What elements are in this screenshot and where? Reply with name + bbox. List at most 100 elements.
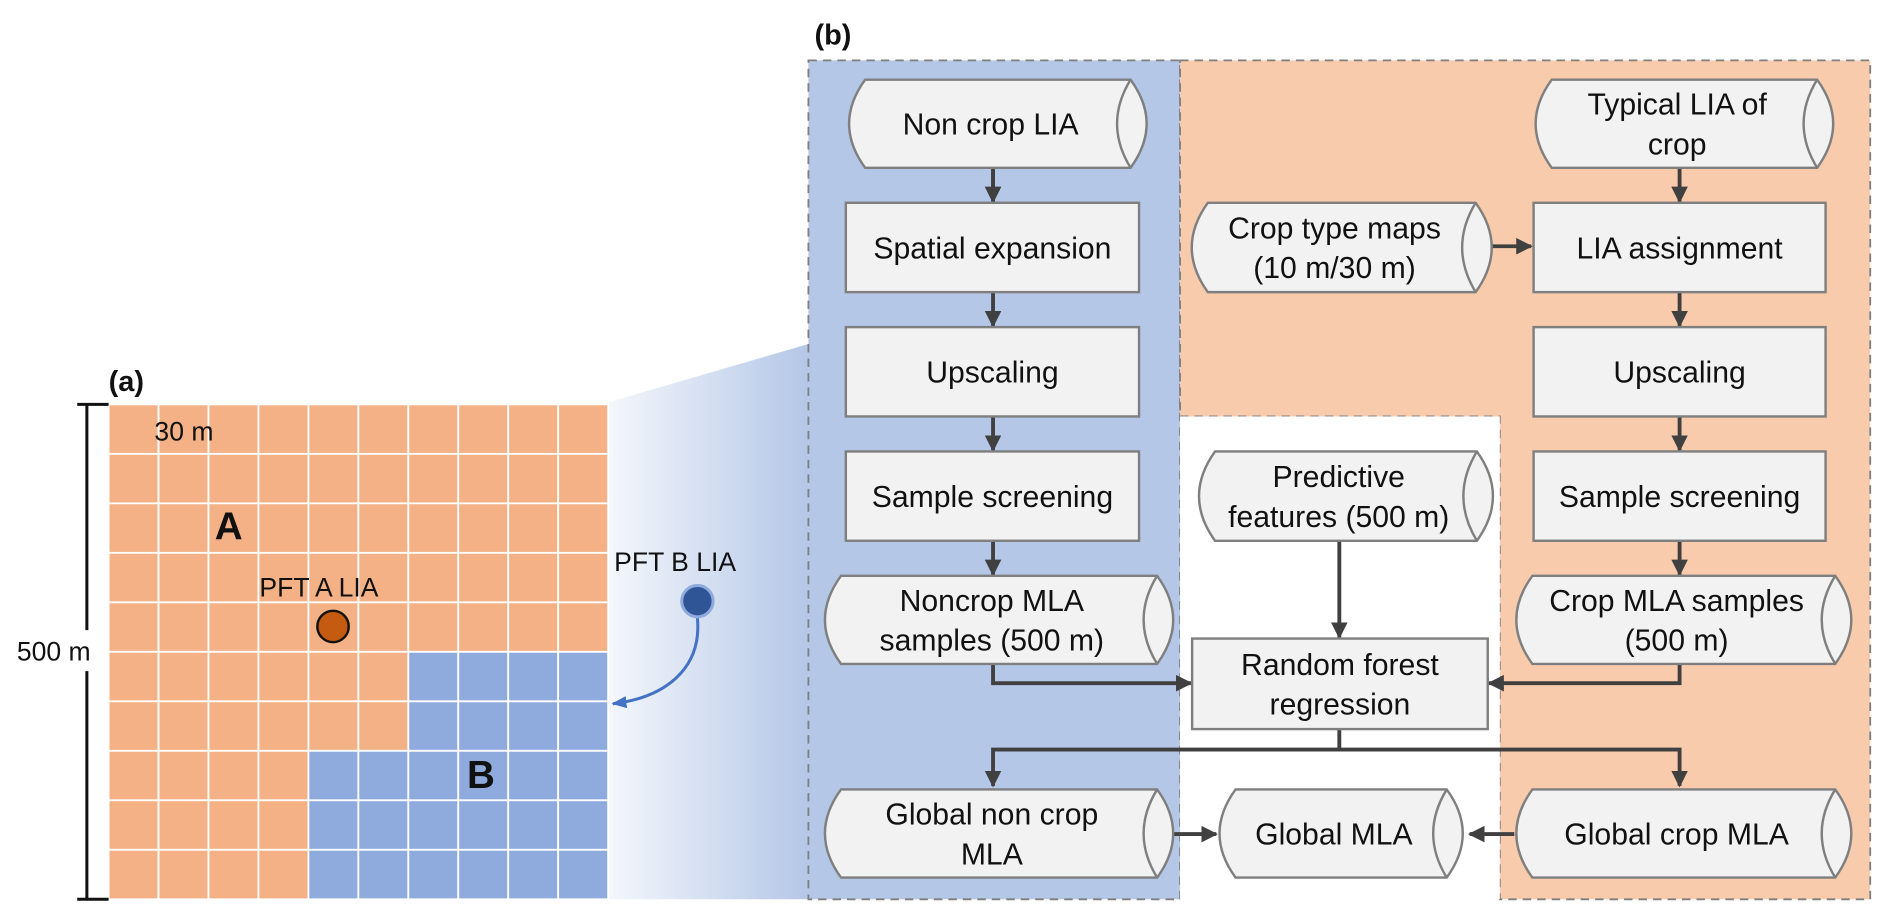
pixel-cell-a (357, 601, 410, 653)
scale-bar-500m (77, 402, 109, 901)
pixel-cell-b (507, 848, 560, 901)
node-text: (500 m) (1625, 625, 1729, 658)
node-noncrop-upscaling: Upscaling (844, 325, 1141, 418)
node-crop-sample-screening: Sample screening (1532, 450, 1827, 542)
region-b-label: B (467, 754, 495, 797)
pixel-cell-b (407, 700, 460, 752)
panel-b-label: (b) (814, 20, 851, 52)
pixel-cell-b (457, 650, 510, 703)
pixel-cell-a (257, 403, 310, 455)
pixel-cell-a (207, 403, 260, 455)
pixel-cell-a (457, 551, 510, 604)
pixel-cell-a (557, 502, 610, 554)
pixel-cell-a (457, 403, 510, 455)
arrow-noncrop-samples-to-model (991, 663, 1193, 692)
node-layer: Non crop LIA Spatial expansionUpscalingSa… (823, 78, 1853, 879)
pixel-cell-a (257, 749, 310, 802)
pixel-cell-a (207, 700, 260, 752)
pixel-cell-a (157, 551, 210, 604)
pixel-cell-b (307, 799, 360, 851)
pixel-cell-a (107, 700, 160, 752)
node-text: Spatial expansion (873, 232, 1111, 265)
node-text: LIA assignment (1577, 232, 1784, 265)
pixel-cell-b (457, 700, 510, 752)
pixel-cell-a (407, 502, 460, 554)
pixel-cell-a (107, 848, 160, 901)
pixel-cell-b (307, 749, 360, 802)
node-text: Random forest (1241, 649, 1439, 682)
pixel-cell-b (557, 700, 610, 752)
node-text: Predictive (1273, 461, 1405, 494)
pixel-cell-a (407, 403, 460, 455)
node-text: Sample screening (1559, 481, 1800, 514)
pixel-cell-a (357, 403, 410, 455)
pixel-cell-a (357, 502, 410, 554)
pixel-cell-a (407, 601, 460, 653)
pixel-cell-b (557, 650, 610, 703)
pixel-cell-a (207, 799, 260, 851)
node-text: Non crop LIA (903, 109, 1080, 142)
pixel-cell-a (307, 452, 360, 505)
pixel-cell-a (357, 650, 410, 703)
node-text: Crop MLA samples (1549, 585, 1804, 618)
pixel-cell-a (157, 502, 210, 554)
pft-b-arrow (611, 617, 700, 709)
pft-b-lia-label: PFT B LIA (614, 547, 736, 577)
pixel-grid (107, 403, 610, 901)
node-global-mla: Global MLA (1218, 788, 1464, 879)
pixel-cell-a (357, 452, 410, 505)
pixel-cell-b (407, 650, 460, 703)
node-crop-type-maps: Crop type maps(10 m/30 m) (1190, 201, 1493, 294)
pixel-cell-a (207, 749, 260, 802)
node-global-crop-mla: Global crop MLA (1515, 788, 1853, 879)
node-random-forest-regression: Random forest regression (1190, 637, 1489, 731)
node-crop-upscaling: Upscaling (1532, 325, 1827, 418)
arrow-layer (984, 167, 1688, 843)
node-text: regression (1270, 689, 1411, 722)
pixel-cell-b (357, 749, 410, 802)
pixel-cell-a (457, 452, 510, 505)
pixel-cell-a (457, 601, 510, 653)
pixel-cell-a (257, 700, 310, 752)
pixel-cell-a (257, 650, 310, 703)
arrow-model-to-global-noncrop (984, 729, 1342, 788)
pixel-cell-a (307, 700, 360, 752)
pixel-cell-b (307, 848, 360, 901)
pixel-cell-a (557, 403, 610, 455)
pixel-cell-a (107, 799, 160, 851)
pixel-cell-b (507, 700, 560, 752)
pixel-cell-b (457, 848, 510, 901)
pft-b-lia-dot (680, 583, 715, 619)
pixel-cell-b (357, 848, 410, 901)
node-noncrop-lia: Non crop LIA (848, 78, 1148, 169)
pft-a-lia-label: PFT A LIA (259, 572, 378, 602)
panel-a-label: (a) (109, 366, 144, 398)
region-a-label: A (215, 506, 243, 549)
node-noncrop-sample-screening: Sample screening (844, 450, 1141, 542)
arrow-model-to-global-crop (1339, 747, 1688, 788)
pixel-cell-a (157, 452, 210, 505)
pixel-cell-b (507, 799, 560, 851)
pixel-cell-b (557, 799, 610, 851)
pixel-cell-a (157, 749, 210, 802)
pixel-cell-a (107, 749, 160, 802)
node-text: Global non crop (885, 798, 1098, 831)
pixel-cell-a (207, 650, 260, 703)
node-text: Global crop MLA (1564, 818, 1789, 851)
pixel-cell-a (357, 700, 410, 752)
node-text: Global MLA (1255, 818, 1413, 851)
pixel-cell-a (107, 403, 160, 455)
pixel-cell-b (407, 799, 460, 851)
pixel-cell-a (157, 403, 210, 455)
scale-label-500m: 500 m (17, 636, 91, 666)
pixel-cell-a (257, 799, 310, 851)
arrow-crop-samples-to-model (1487, 663, 1682, 692)
pixel-cell-a (507, 502, 560, 554)
pixel-cell-b (557, 848, 610, 901)
pixel-cell-a (457, 502, 510, 554)
